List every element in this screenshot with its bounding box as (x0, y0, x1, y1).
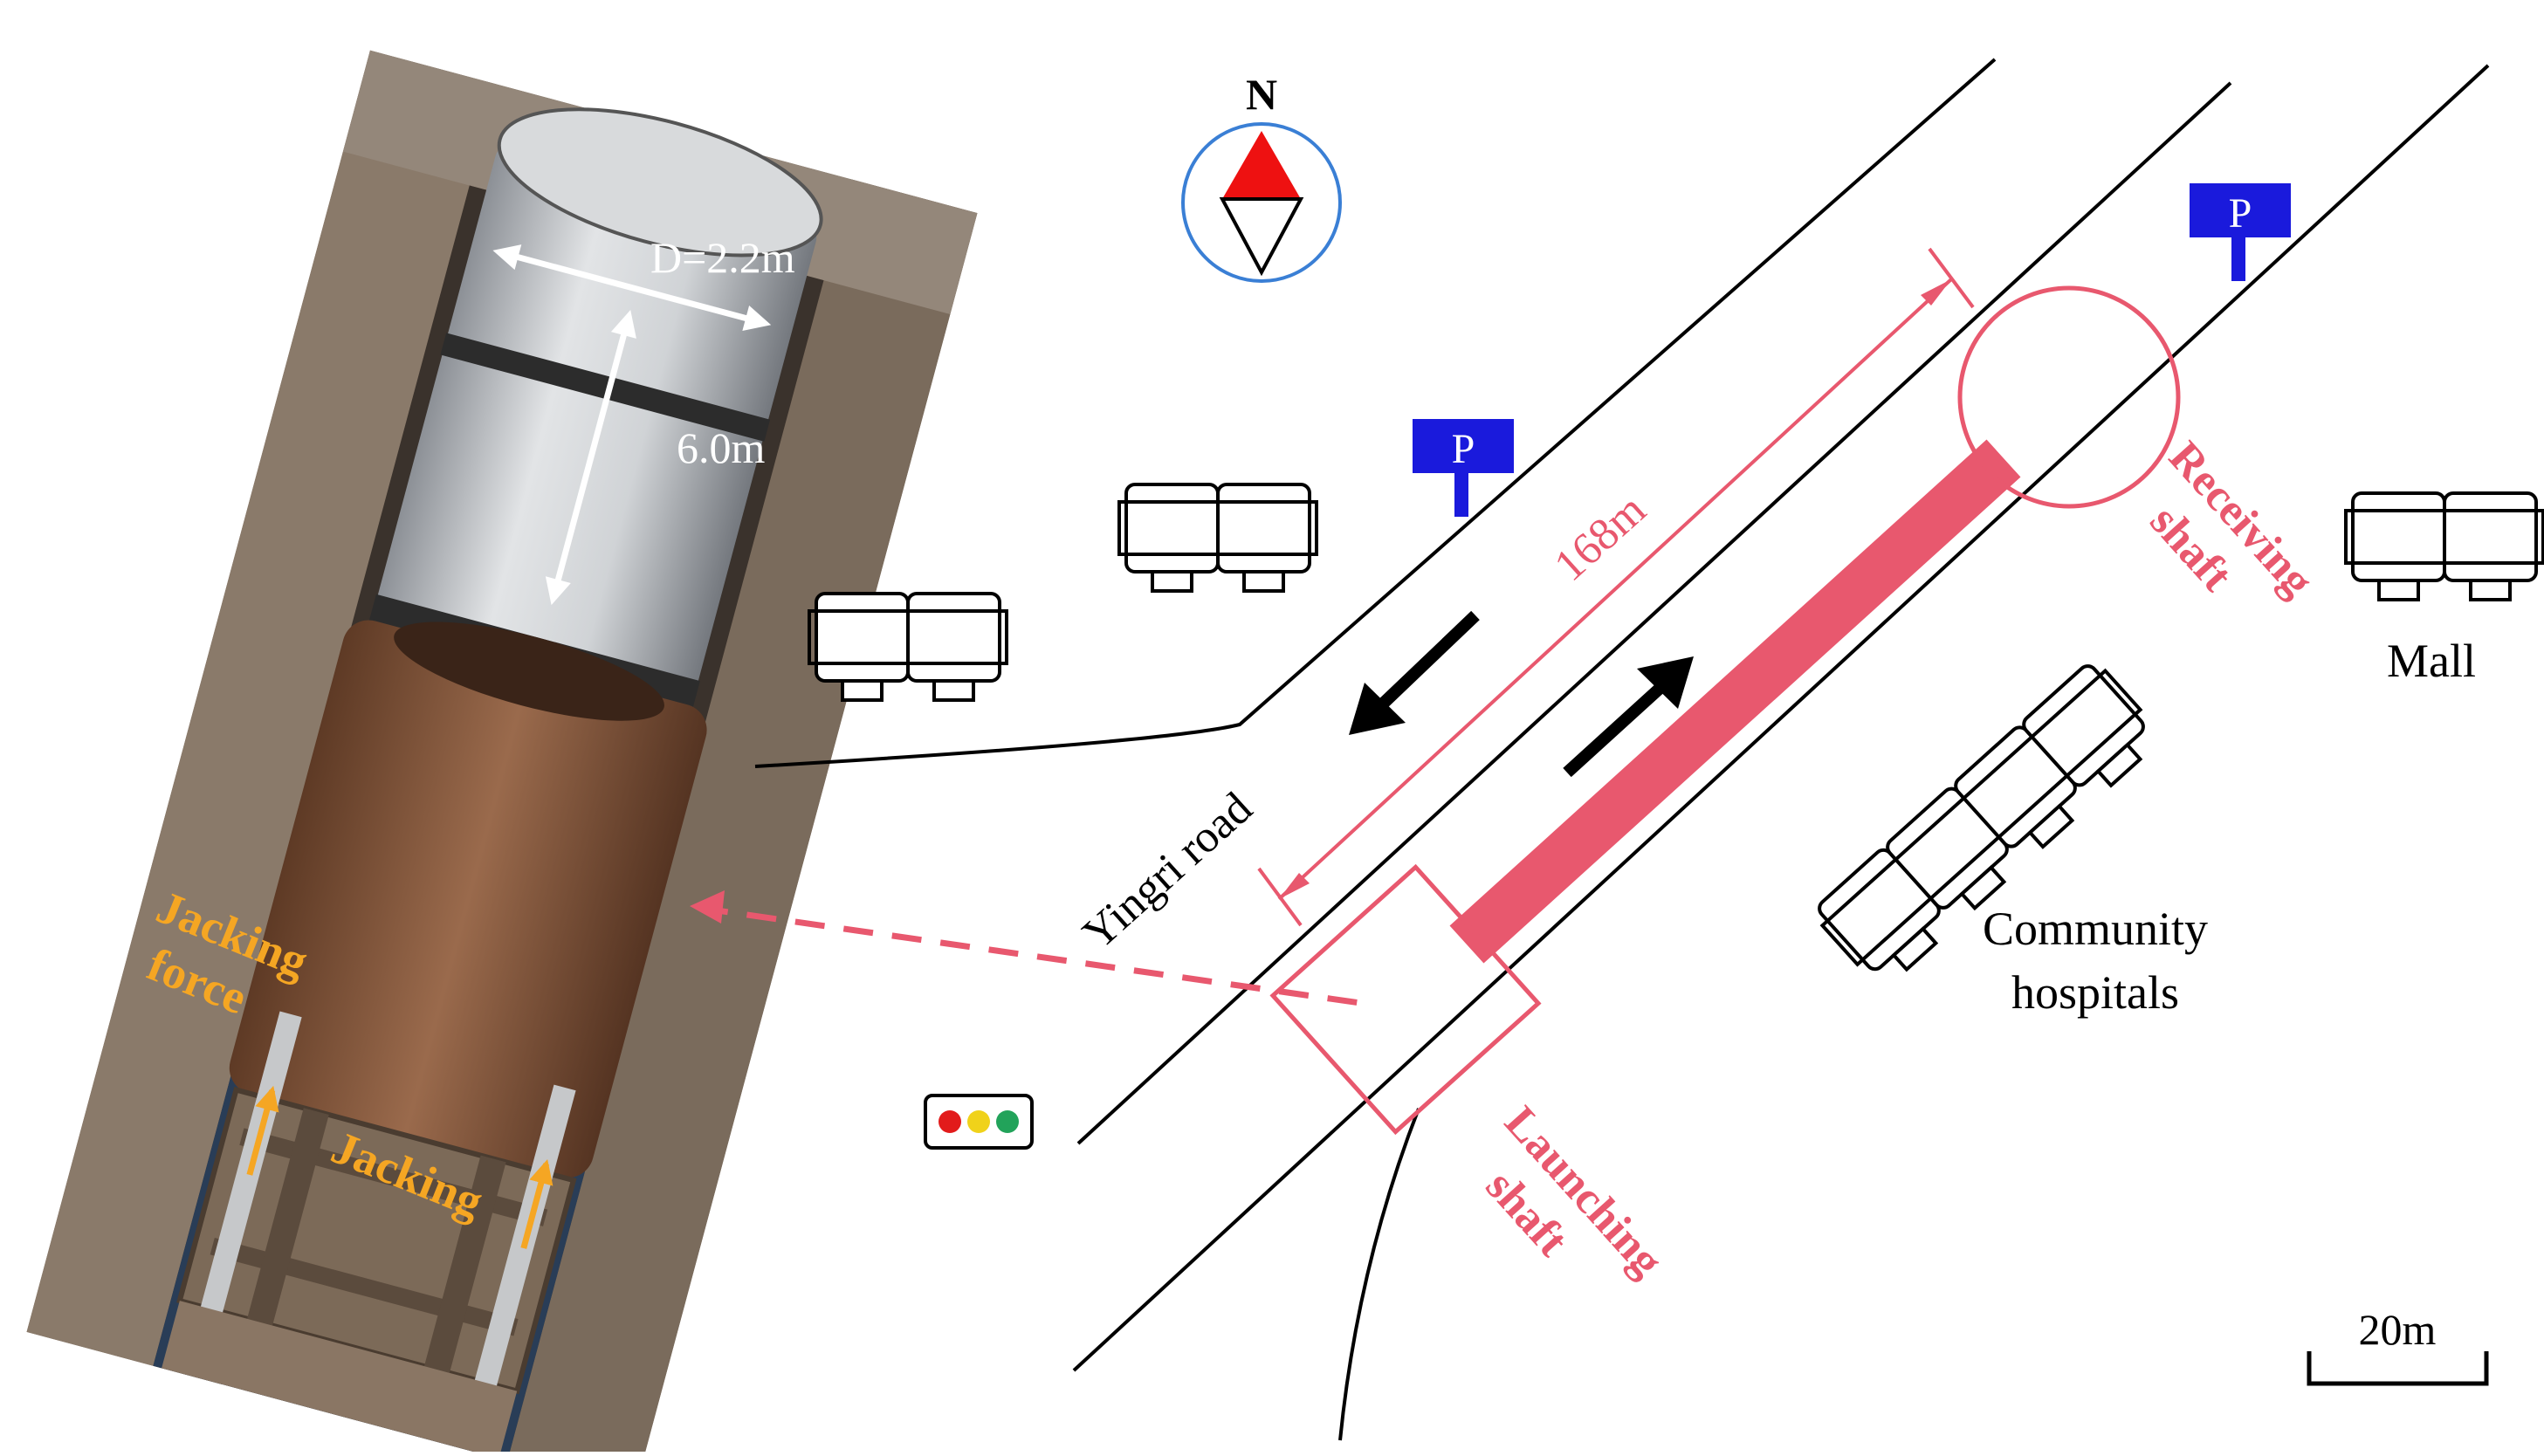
traffic-arrow-northeast (1563, 680, 1667, 778)
traffic-arrow-southwest (1375, 610, 1480, 712)
parking-sign-west: P (1413, 419, 1514, 517)
photo-leader-arrowhead (690, 890, 725, 924)
frame-post-2 (423, 1155, 506, 1373)
hospital-building-icon (1818, 664, 2145, 972)
scale-label: 20m (2359, 1305, 2437, 1354)
hospital-label-line2: hospitals (2011, 966, 2179, 1019)
dimension-tick-end (1928, 247, 1975, 309)
jacking-force-arrow-left (246, 1085, 279, 1176)
road-centerline (1076, 81, 2232, 1145)
compass-ring (1181, 122, 1342, 283)
concrete-pipe (377, 143, 817, 694)
photo-left-wall (26, 50, 497, 1366)
traffic-arrowhead-northeast (1637, 656, 1694, 709)
pipe-joint-ring (440, 333, 771, 442)
building-icon-west-1 (808, 592, 1008, 702)
traffic-light-yellow (967, 1110, 990, 1133)
hospital-label-line1: Community (1983, 903, 2208, 955)
site-photo (26, 50, 978, 1456)
launching-shaft (1269, 863, 1542, 1136)
parking-sign-east-post (2231, 236, 2245, 281)
compass-needle-south (1219, 197, 1304, 277)
dimension-line-168m (1277, 278, 1953, 901)
north-arrow: N (1181, 70, 1342, 283)
diameter-arrow (505, 251, 760, 325)
parking-sign-east-label: P (2229, 190, 2252, 237)
launching-shaft-label: Launching shaft (1476, 1097, 1672, 1286)
photo-leader-line (698, 904, 1367, 1007)
distance-label: 168m (1545, 484, 1655, 591)
jacking-force-arrow-right (520, 1158, 553, 1249)
mall-label: Mall (2387, 635, 2476, 687)
building-icon-west-2 (1117, 483, 1318, 593)
diameter-arrowhead-right (742, 306, 772, 332)
pipe-end (497, 107, 823, 258)
compass-needle-north (1222, 131, 1301, 199)
frame-post-1 (247, 1108, 329, 1326)
diameter-arrowhead-left (492, 244, 522, 271)
pipe-tunnel (1449, 439, 2021, 964)
parking-sign-east: P (2190, 183, 2291, 281)
photo-right-wall (507, 179, 978, 1456)
receiving-shaft (1957, 285, 2181, 509)
mall-building-icon (2344, 491, 2544, 601)
length-arrow (552, 321, 630, 594)
scale-bar-line (2307, 1351, 2489, 1386)
road-edge-south (1072, 64, 2490, 1372)
dimension-tick-start (1257, 867, 1303, 927)
scale-bar: 20m (2307, 1305, 2489, 1386)
traffic-light-icon (924, 1094, 1034, 1150)
parking-sign-west-board (1413, 419, 1514, 473)
receiving-shaft-label: Receiving shaft (2141, 432, 2323, 606)
length-arrowhead-top (610, 310, 636, 339)
parking-sign-west-post (1454, 471, 1468, 517)
traffic-light-red (939, 1110, 961, 1133)
jacking-shield (229, 620, 707, 1178)
traffic-light-green (996, 1110, 1019, 1133)
traffic-arrowhead-southwest (1349, 683, 1406, 735)
north-label: N (1246, 70, 1277, 119)
pipe-diameter-label: D=2.2m (650, 233, 795, 282)
parking-sign-east-board (2190, 183, 2291, 237)
length-arrowhead-bottom (545, 576, 571, 606)
side-road-curve (1338, 1108, 1420, 1441)
road-label: Yingri road (1074, 783, 1262, 959)
jack-base (162, 1301, 518, 1456)
dimension-arrowhead-end (1921, 279, 1951, 306)
dimension-arrowhead-start (1279, 873, 1310, 899)
parking-sign-west-label: P (1452, 426, 1475, 472)
pipe-length-label: 6.0m (677, 423, 766, 472)
shield-opening (394, 622, 664, 721)
road-edge-north (754, 58, 1997, 768)
